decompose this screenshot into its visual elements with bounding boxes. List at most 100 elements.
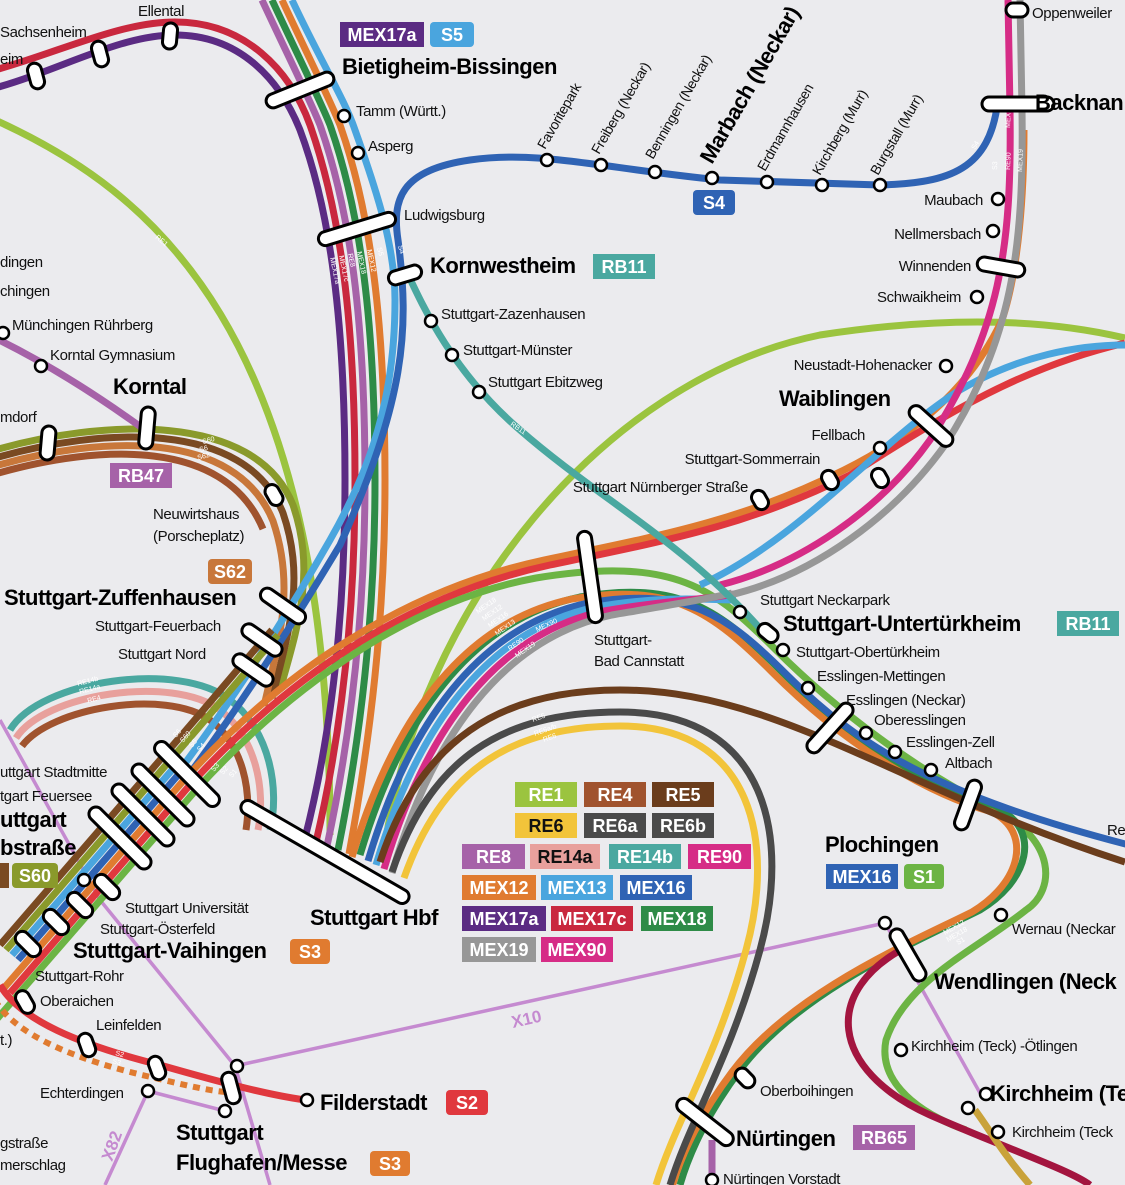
legend-item-mex16[interactable]: MEX16 — [620, 875, 692, 900]
station-stop-icon[interactable] — [938, 358, 954, 374]
station-stop-icon[interactable] — [872, 177, 888, 193]
station-interchange-icon[interactable] — [887, 926, 928, 983]
badge-s62[interactable]: S62 — [208, 559, 252, 584]
station-interchange-icon[interactable] — [12, 928, 43, 959]
station-interchange-icon[interactable] — [316, 210, 398, 248]
station-interchange-icon[interactable] — [89, 39, 111, 69]
legend-item-re8[interactable]: RE8 — [462, 844, 525, 869]
legend-item-mex18[interactable]: MEX18 — [641, 906, 713, 931]
station-interchange-icon[interactable] — [980, 95, 1056, 113]
station-interchange-icon[interactable] — [239, 621, 285, 659]
station-stop-icon[interactable] — [33, 358, 49, 374]
station-interchange-icon[interactable] — [953, 778, 984, 832]
legend-item-mex90[interactable]: MEX90 — [541, 937, 613, 962]
station-interchange-icon[interactable] — [906, 403, 955, 450]
station-interchange-icon[interactable] — [264, 70, 336, 110]
legend-item-re6a[interactable]: RE6a — [584, 813, 646, 838]
badge-s2[interactable]: S2 — [446, 1090, 488, 1115]
badge-s4[interactable]: S4 — [693, 190, 735, 215]
station-interchange-icon[interactable] — [258, 585, 309, 626]
station-interchange-icon[interactable] — [576, 529, 604, 625]
legend-item-re14b[interactable]: RE14b — [609, 844, 681, 869]
badge-rb11[interactable]: RB11 — [1057, 611, 1119, 636]
station-stop-icon[interactable] — [775, 642, 791, 658]
station-interchange-icon[interactable] — [25, 61, 47, 91]
station-interchange-icon[interactable] — [386, 263, 424, 287]
station-stop-icon[interactable] — [140, 1083, 156, 1099]
station-interchange-icon[interactable] — [64, 889, 95, 920]
station-interchange-icon[interactable] — [869, 466, 891, 490]
station-stop-icon[interactable] — [732, 604, 748, 620]
badge-s5[interactable]: S5 — [430, 22, 474, 47]
station-stop-icon[interactable] — [593, 157, 609, 173]
station-stop-icon[interactable] — [217, 1103, 233, 1119]
station-stop-icon[interactable] — [978, 1086, 994, 1102]
station-interchange-icon[interactable] — [674, 1096, 736, 1149]
badge-rb11[interactable]: RB11 — [593, 254, 655, 279]
station-interchange-icon[interactable] — [755, 621, 781, 646]
station-stop-icon[interactable] — [759, 174, 775, 190]
station-interchange-icon[interactable] — [76, 1031, 98, 1059]
legend-item-mex17a[interactable]: MEX17a — [462, 906, 546, 931]
station-interchange-icon[interactable] — [732, 1065, 757, 1090]
station-interchange-icon[interactable] — [160, 21, 180, 51]
station-stop-icon[interactable] — [76, 872, 92, 888]
station-stop-icon[interactable] — [539, 152, 555, 168]
station-stop-icon[interactable] — [800, 680, 816, 696]
station-interchange-icon[interactable] — [220, 1070, 242, 1106]
station-stop-icon[interactable] — [887, 744, 903, 760]
station-interchange-icon[interactable] — [238, 798, 411, 906]
station-interchange-icon[interactable] — [86, 804, 154, 872]
station-stop-icon[interactable] — [299, 1092, 315, 1108]
station-interchange-icon[interactable] — [262, 482, 285, 508]
legend-item-re4[interactable]: RE4 — [584, 782, 646, 807]
station-stop-icon[interactable] — [336, 108, 352, 124]
station-interchange-icon[interactable] — [146, 1054, 168, 1082]
station-stop-icon[interactable] — [350, 145, 366, 161]
station-stop-icon[interactable] — [990, 1124, 1006, 1140]
station-interchange-icon[interactable] — [152, 739, 223, 810]
legend-item-mex19[interactable]: MEX19 — [462, 937, 536, 962]
legend-item-re90[interactable]: RE90 — [688, 844, 751, 869]
station-stop-icon[interactable] — [704, 1172, 720, 1185]
badge-mex17a[interactable]: MEX17a — [340, 22, 424, 47]
station-stop-icon[interactable] — [969, 289, 985, 305]
station-stop-icon[interactable] — [923, 762, 939, 778]
station-stop-icon[interactable] — [704, 170, 720, 186]
badge-rb47[interactable]: RB47 — [110, 463, 172, 488]
station-stop-icon[interactable] — [872, 440, 888, 456]
station-stop-icon[interactable] — [993, 907, 1009, 923]
station-stop-icon[interactable] — [985, 223, 1001, 239]
station-interchange-icon[interactable] — [109, 781, 177, 849]
badge-s3[interactable]: S3 — [370, 1151, 410, 1176]
station-interchange-icon[interactable] — [38, 424, 58, 462]
legend-item-re14a[interactable]: RE14a — [530, 844, 600, 869]
legend-item-mex17c[interactable]: MEX17c — [551, 906, 633, 931]
station-interchange-icon[interactable] — [230, 651, 276, 689]
station-interchange-icon[interactable] — [129, 761, 197, 829]
badge-s60[interactable]: S60 — [12, 863, 58, 888]
station-stop-icon[interactable] — [229, 1058, 245, 1074]
station-stop-icon[interactable] — [423, 313, 439, 329]
station-stop-icon[interactable] — [877, 915, 893, 931]
badge-rb65[interactable]: RB65 — [853, 1125, 915, 1150]
badge-s1[interactable]: S1 — [904, 864, 944, 889]
station-stop-icon[interactable] — [814, 177, 830, 193]
station-interchange-icon[interactable] — [749, 488, 771, 512]
station-stop-icon[interactable] — [858, 725, 874, 741]
station-stop-icon[interactable] — [0, 325, 11, 341]
station-stop-icon[interactable] — [647, 164, 663, 180]
station-interchange-icon[interactable] — [137, 405, 157, 451]
station-stop-icon[interactable] — [471, 384, 487, 400]
station-stop-icon[interactable] — [444, 347, 460, 363]
station-interchange-icon[interactable] — [13, 988, 37, 1016]
station-interchange-icon[interactable] — [804, 700, 856, 755]
station-stop-icon[interactable] — [893, 1042, 909, 1058]
legend-item-re6b[interactable]: RE6b — [652, 813, 714, 838]
badge-s3[interactable]: S3 — [290, 939, 330, 964]
legend-item-re1[interactable]: RE1 — [515, 782, 577, 807]
badge-mex16[interactable]: MEX16 — [826, 864, 898, 889]
station-stop-icon[interactable] — [990, 191, 1006, 207]
station-stop-icon[interactable] — [960, 1100, 976, 1116]
legend-item-mex13[interactable]: MEX13 — [541, 875, 613, 900]
